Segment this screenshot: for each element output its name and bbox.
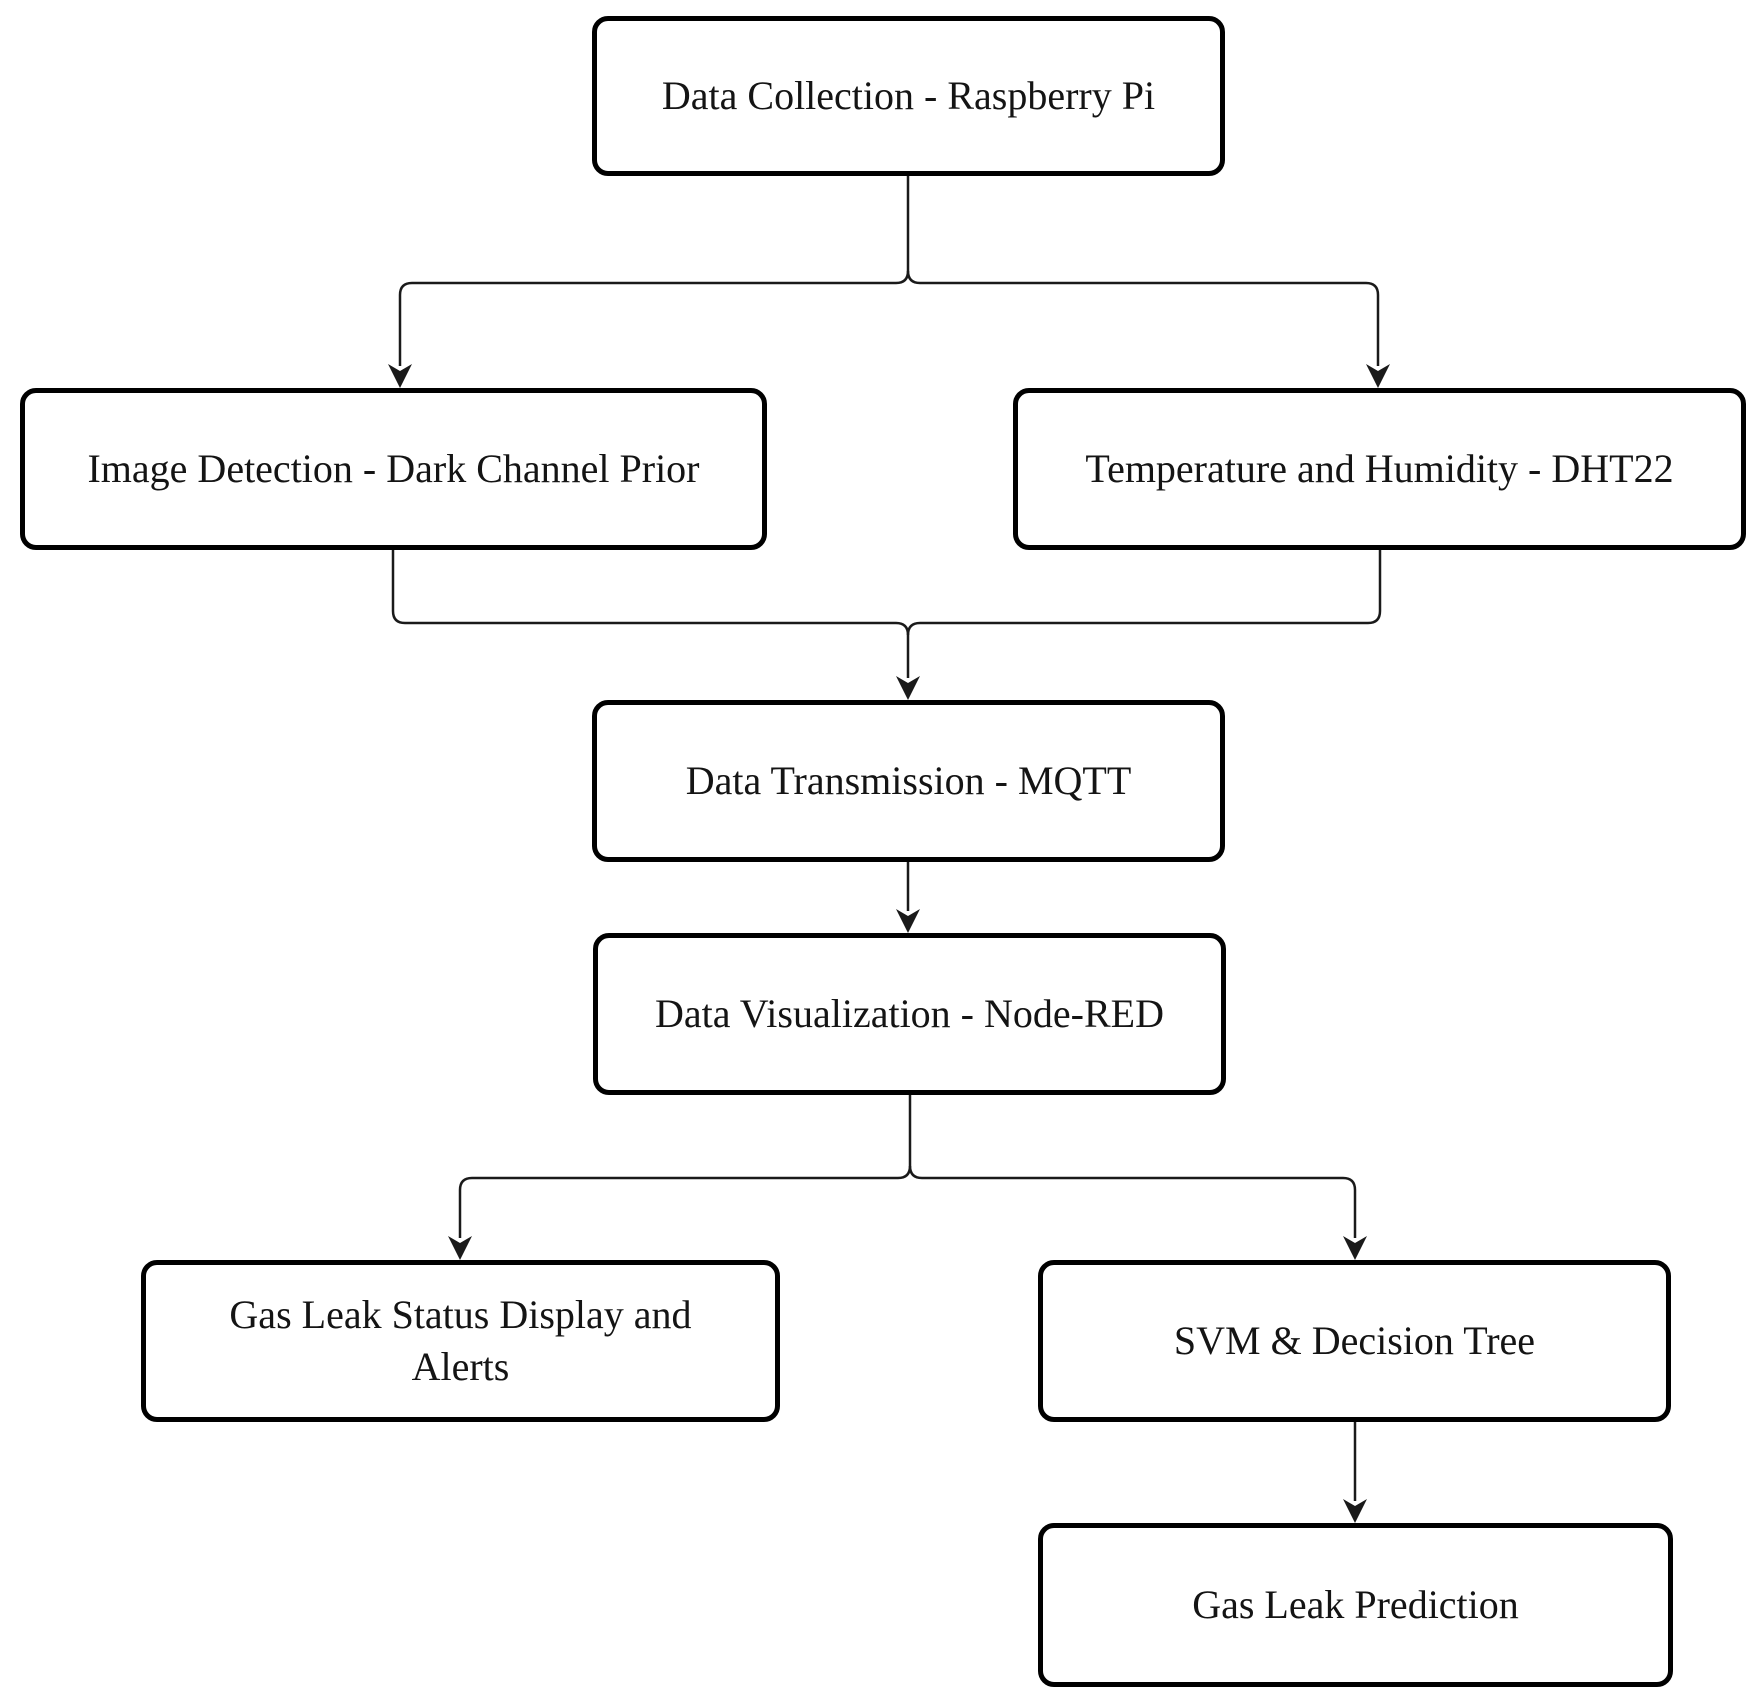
arrowhead-icon (1366, 364, 1390, 388)
node-data-transmission-label: Data Transmission - MQTT (685, 758, 1132, 803)
node-svm-decision-tree: SVM & Decision Tree (1038, 1260, 1671, 1422)
node-image-detection: Image Detection - Dark Channel Prior (20, 388, 767, 550)
arrowhead-icon (896, 909, 920, 933)
arrowhead-icon (388, 364, 412, 388)
edge-svm-decision-tree-to-gas-leak-prediction (1343, 1422, 1367, 1523)
edge-data-collection-to-temperature-humidity (906, 270, 1390, 388)
arrowhead-icon (448, 1236, 472, 1260)
arrowhead-icon (896, 676, 920, 700)
node-gas-leak-prediction: Gas Leak Prediction (1038, 1523, 1673, 1687)
node-data-collection: Data Collection - Raspberry Pi (592, 16, 1225, 176)
node-data-visualization: Data Visualization - Node-RED (593, 933, 1226, 1095)
node-svm-decision-tree-label: SVM & Decision Tree (1173, 1318, 1536, 1363)
node-gas-leak-prediction-label: Gas Leak Prediction (1192, 1582, 1519, 1627)
edge-data-collection-to-image-detection (388, 176, 910, 388)
node-temperature-humidity-label: Temperature and Humidity - DHT22 (1085, 446, 1674, 491)
node-data-collection-label: Data Collection - Raspberry Pi (661, 73, 1156, 118)
node-image-detection-label: Image Detection - Dark Channel Prior (87, 446, 700, 491)
node-temperature-humidity: Temperature and Humidity - DHT22 (1013, 388, 1746, 550)
arrowhead-icon (1343, 1499, 1367, 1523)
edge-data-visualization-to-svm-decision-tree (908, 1165, 1367, 1260)
node-gas-leak-status: Gas Leak Status Display and Alerts (141, 1260, 780, 1422)
edge-data-visualization-to-gas-leak-status (448, 1095, 912, 1260)
edge-image-detection-to-data-transmission (391, 550, 920, 700)
edge-temperature-humidity-to-data-transmission (906, 550, 1382, 636)
node-data-transmission: Data Transmission - MQTT (592, 700, 1225, 862)
node-data-visualization-label: Data Visualization - Node-RED (655, 991, 1164, 1036)
edge-data-transmission-to-data-visualization (896, 862, 920, 933)
arrowhead-icon (1343, 1236, 1367, 1260)
node-gas-leak-status-label: Gas Leak Status Display and Alerts (229, 1292, 692, 1389)
